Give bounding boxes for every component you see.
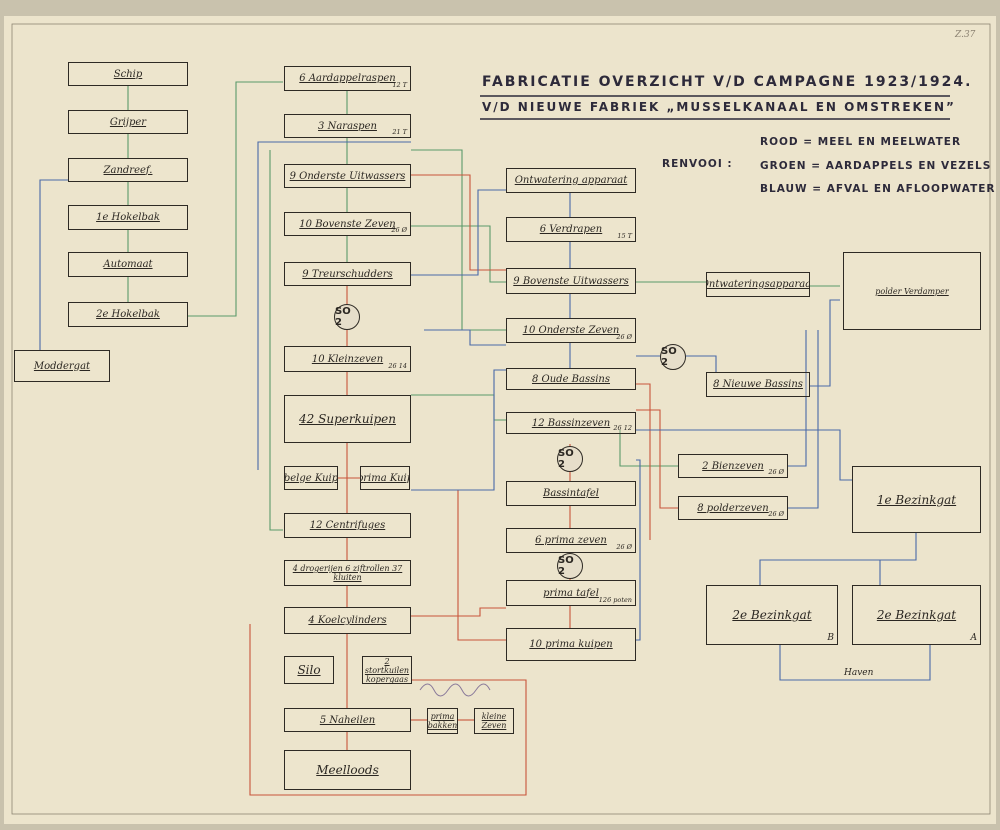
blue-flow-line: [759, 559, 916, 585]
box-moddergat: Moddergat: [14, 350, 110, 382]
red-flow-line: [457, 490, 506, 641]
page-subtitle: V/D NIEUWE FABRIEK „MUSSELKANAAL EN OMST…: [482, 100, 956, 114]
green-flow-line: [411, 149, 506, 331]
box-zandreef: Zandreef.: [68, 158, 188, 182]
green-flow-line: [188, 81, 283, 317]
paper-border: [11, 23, 991, 815]
page-title: FABRICATIE OVERZICHT V/D CAMPAGNE 1923/1…: [482, 74, 973, 90]
blue-flow-line: [636, 459, 641, 641]
box-automaat: Automaat: [68, 252, 188, 277]
box-silo: Silo: [284, 656, 334, 684]
blue-flow-line: [788, 330, 819, 509]
red-flow-line: [636, 409, 678, 509]
green-flow-line: [619, 430, 678, 467]
box-ontwatering-apparaat: Ontwatering apparaat: [506, 168, 636, 193]
box-superkuipen: 42 Superkuipen: [284, 395, 411, 443]
box-treurschudders: 9 Treurschudders: [284, 262, 411, 286]
legend-blue: BLAUW = AFVAL EN AFLOOPWATER: [760, 183, 996, 195]
pump-so2-center: SO 2: [334, 304, 360, 330]
box-polder-verdamper: polder Verdamper: [843, 252, 981, 330]
blue-flow-line: [257, 141, 411, 470]
blue-flow-line: [779, 645, 931, 681]
box-grijper: Grijper: [68, 110, 188, 134]
box-bassintafel: Bassintafel: [506, 481, 636, 506]
legend-heading: RENVOOI :: [662, 158, 733, 170]
box-onderste-uitwassers: 9 Onderste Uitwassers: [284, 164, 411, 188]
box-drogerijen: 4 drogerijen 6 ziftrollen 37 kluiten: [284, 560, 411, 586]
red-flow-line: [249, 624, 527, 796]
box-prima-kuipen: 10 prima kuipen: [506, 628, 636, 661]
red-flow-line: [636, 383, 651, 540]
box-nieuwe-bassins: 8 Nieuwe Bassins: [706, 372, 810, 397]
box-centrifuges: 12 Centrifuges: [284, 513, 411, 538]
green-flow-line: [411, 225, 506, 283]
green-flow-line: [269, 150, 283, 531]
box-bezinkgat-1: 1e Bezinkgat: [852, 466, 981, 533]
red-flow-line: [411, 174, 506, 271]
blue-flow-line: [424, 329, 506, 346]
box-belge-kuip: belge Kuip: [284, 466, 338, 490]
box-hokelbak-2: 2e Hokelbak: [68, 302, 188, 327]
box-ontwateringsapparaat-2: Ontwateringsapparaat: [706, 272, 810, 297]
legend-red: ROOD = MEEL EN MEELWATER: [760, 136, 962, 148]
blue-flow-line: [636, 429, 852, 481]
red-flow-line: [410, 607, 506, 617]
pump-so2-right: SO 2: [660, 344, 686, 370]
pump-so2-bassin: SO 2: [557, 446, 583, 472]
note-corner: Z.37: [955, 30, 976, 40]
pencil-scribble: [419, 683, 491, 697]
blue-flow-line: [788, 330, 807, 467]
box-prima-bakken: prima bakken: [427, 708, 458, 734]
pump-so2-prima: SO 2: [557, 553, 583, 579]
box-prima-kuip: prima Kuip: [360, 466, 410, 490]
blue-flow-line: [810, 299, 840, 387]
blue-flow-line: [39, 179, 68, 350]
box-naheilen: 5 Naheilen: [284, 708, 411, 732]
blue-flow: [39, 141, 931, 681]
blue-flow-line: [686, 355, 717, 372]
box-bovenste-uitwassers: 9 Bovenste Uitwassers: [506, 268, 636, 294]
box-meelloods: Meelloods: [284, 750, 411, 790]
box-schip: Schip: [68, 62, 188, 86]
box-oude-bassins: 8 Oude Bassins: [506, 368, 636, 390]
box-stortkuilen: 2 stortkuilen kopergaas: [362, 656, 412, 684]
box-koelcylinders: 4 Koelcylinders: [284, 607, 411, 634]
blue-flow-line: [411, 369, 506, 491]
legend-green: GROEN = AARDAPPELS EN VEZELS: [760, 160, 992, 172]
box-kleine-zeven: kleine Zeven: [474, 708, 514, 734]
blue-flow-line: [411, 189, 506, 276]
note-haven: Haven: [844, 668, 874, 678]
box-hokelbak-1: 1e Hokelbak: [68, 205, 188, 230]
